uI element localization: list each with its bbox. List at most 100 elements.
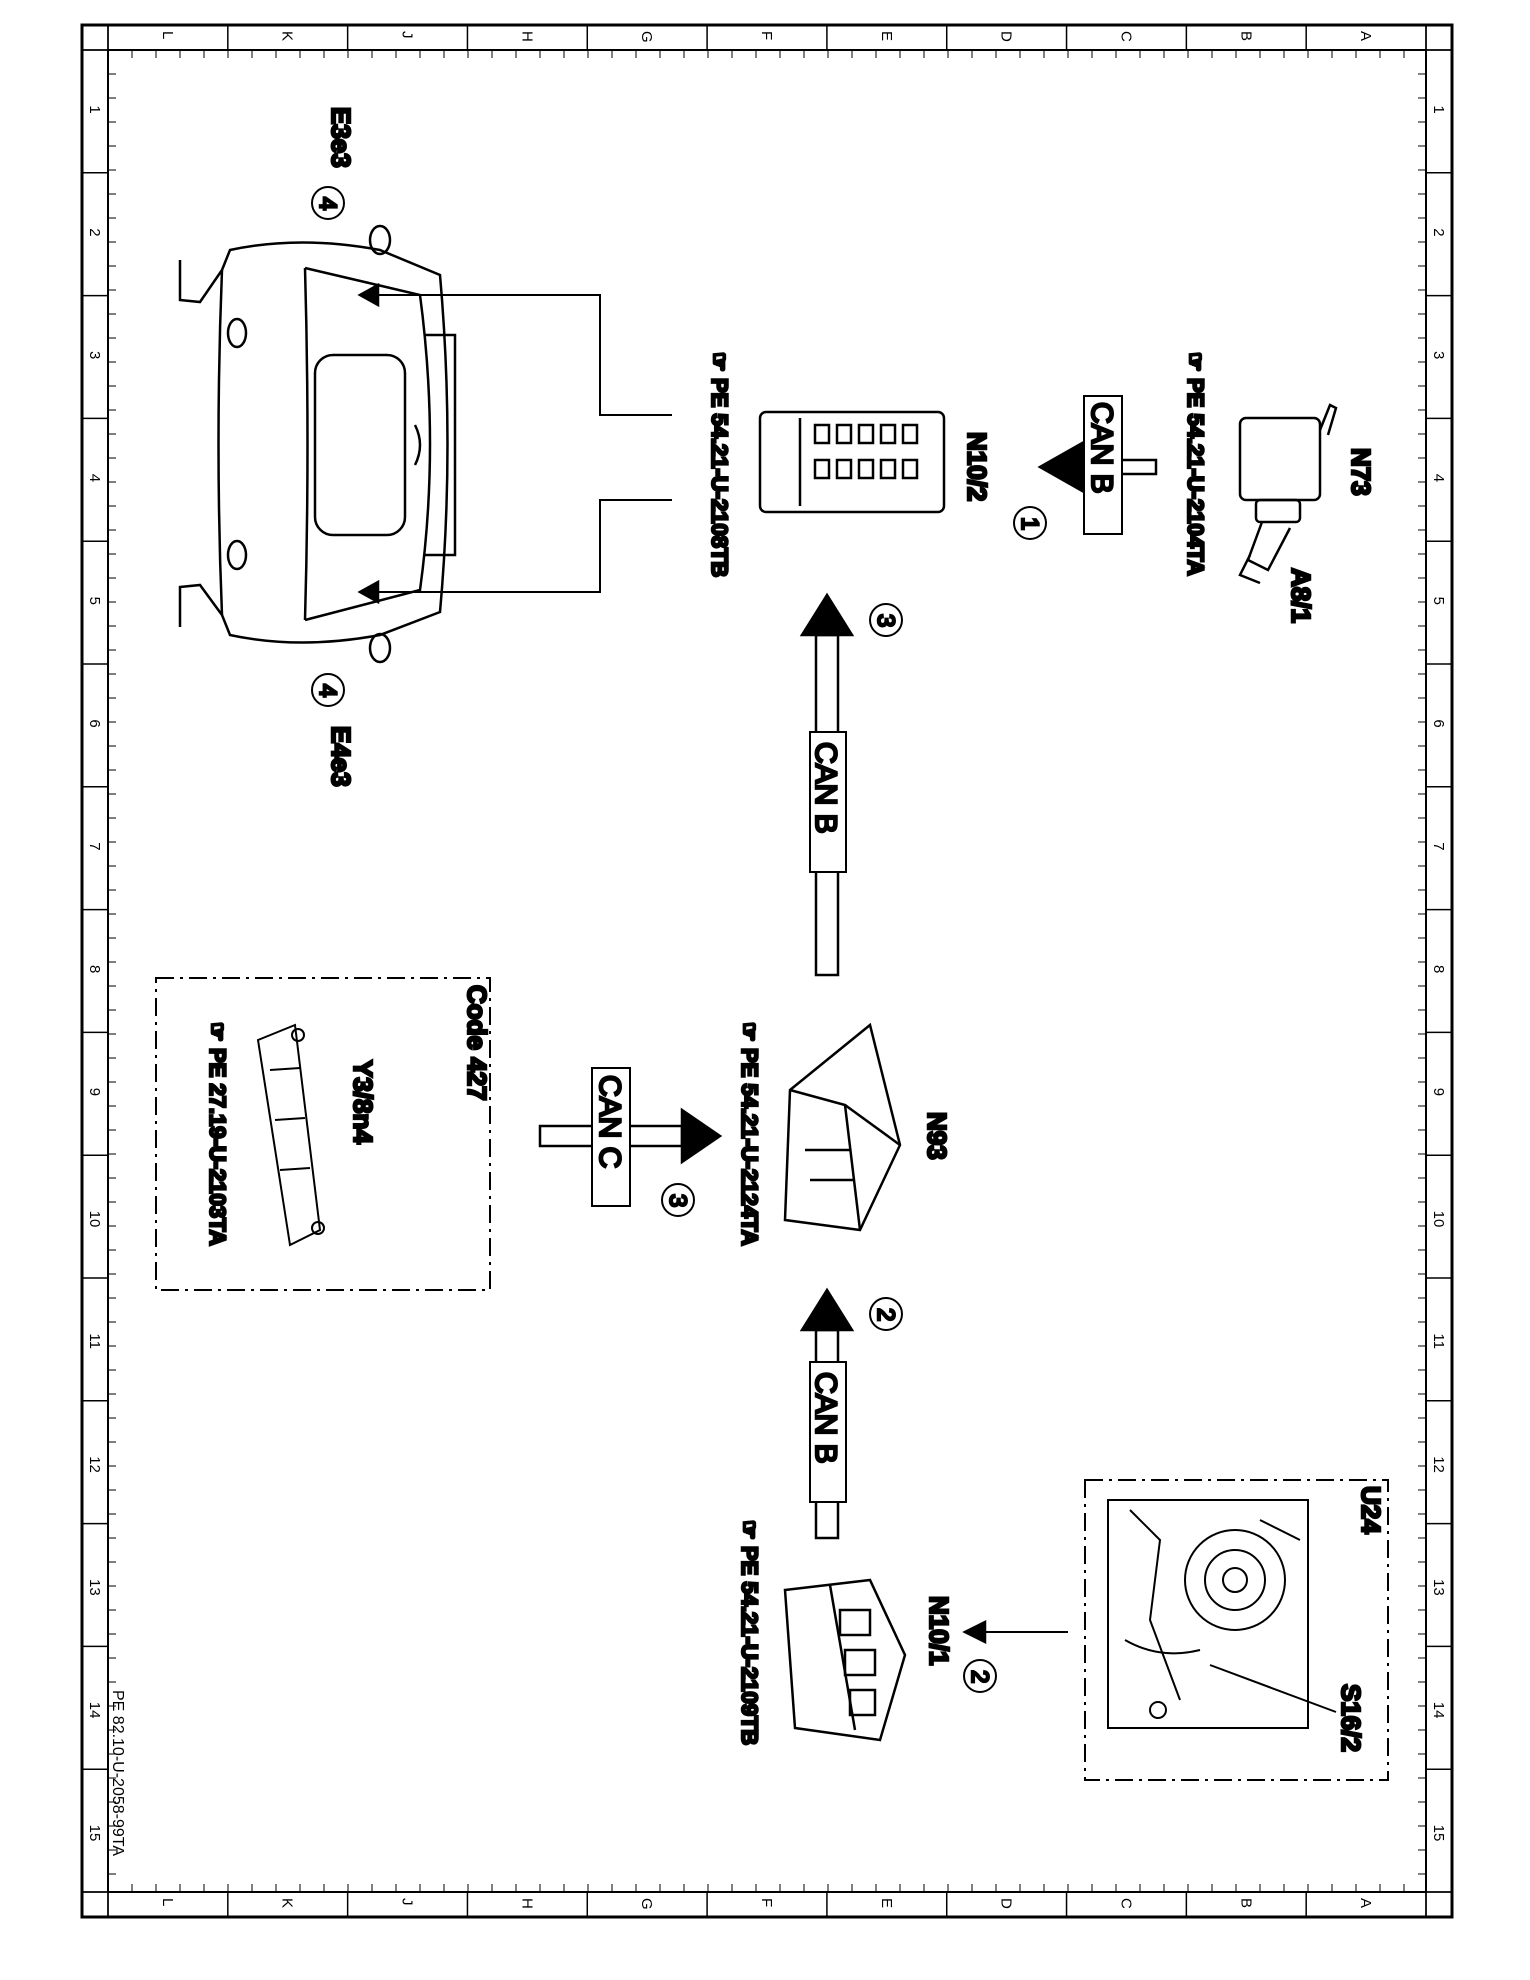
grid-letter-bottom: K (279, 1898, 296, 1908)
step-4-marker-e3e3 (311, 186, 345, 220)
grid-number-right: 7 (1430, 842, 1447, 850)
step-4-number-e4e3: 4 (314, 684, 341, 697)
grid-letter-top: K (279, 31, 296, 41)
grid-letter-top: G (638, 31, 655, 43)
can-c-arrow-left (538, 1067, 723, 1207)
grid-number-right: 3 (1430, 351, 1447, 359)
step-2-number-lower: 2 (966, 1670, 993, 1683)
s162-label: S16/2 (1336, 1684, 1366, 1752)
n102-label: N10/2 (962, 432, 992, 501)
grid-number-left: 4 (86, 474, 103, 482)
grid-number-left: 7 (86, 842, 103, 850)
can-b-bus-label-top: CAN B (1085, 402, 1118, 494)
grid-number-right: 8 (1430, 965, 1447, 973)
grid-number-left: 9 (86, 1088, 103, 1096)
grid-number-right: 15 (1430, 1825, 1447, 1842)
grid-letter-top: L (159, 31, 176, 39)
step-2-marker-lower (963, 1659, 997, 1693)
pointing-hand-icon: ☞ (1183, 352, 1208, 372)
grid-number-left: 12 (86, 1456, 103, 1473)
grid-number-left: 14 (86, 1702, 103, 1719)
code-427-box (155, 977, 491, 1291)
grid-letter-bottom: A (1357, 1898, 1374, 1908)
diagram-content: N73 A8/1 ☞ PE 54.21-U-2104TA CAN B 1 N10… (155, 106, 1389, 1781)
grid-letter-top: B (1237, 31, 1254, 41)
grid-letter-top: H (518, 31, 535, 42)
n93-reference: PE 54.21-U-2124TA (737, 1048, 762, 1246)
step-3-number-left: 3 (664, 1194, 691, 1207)
step-1-marker (1013, 506, 1047, 540)
grid-number-left: 15 (86, 1825, 103, 1842)
s162-photo-drawing (1107, 1499, 1337, 1729)
pointing-hand-icon: ☞ (707, 352, 732, 372)
grid-letter-bottom: F (758, 1898, 775, 1907)
grid-number-right: 1 (1430, 105, 1447, 113)
grid-number-left: 8 (86, 965, 103, 973)
grid-letter-bottom: B (1237, 1898, 1254, 1908)
can-b-bus-label-middle: CAN B (809, 742, 842, 834)
n101-reference: PE 54.21-U-2109TB (737, 1546, 762, 1745)
grid-number-left: 2 (86, 228, 103, 236)
n102-sam-module-drawing (758, 410, 946, 514)
n73-label: N73 (1346, 448, 1376, 496)
grid-number-right: 6 (1430, 719, 1447, 727)
grid-number-left: 11 (86, 1333, 103, 1349)
step-4-marker-e4e3 (311, 673, 345, 707)
grid-number-left: 3 (86, 351, 103, 359)
grid-letter-top: C (1117, 31, 1134, 42)
n101-sam-module-drawing (783, 1578, 907, 1742)
wire-n102-to-e3e3 (378, 294, 672, 416)
n73-reference: PE 54.21-U-2104TA (1183, 378, 1208, 576)
pointing-hand-icon: ☞ (205, 1022, 230, 1042)
grid-number-right: 11 (1430, 1333, 1447, 1349)
grid-number-left: 13 (86, 1579, 103, 1596)
step-1-number: 1 (1016, 517, 1043, 530)
grid-number-right: 4 (1430, 474, 1447, 482)
step-2-marker-middle (869, 1297, 903, 1331)
step-3-number-middle: 3 (872, 614, 899, 627)
n102-reference: PE 54.21-U-2108TB (707, 378, 732, 577)
u24-label: U24 (1356, 1486, 1386, 1534)
y38n4-control-unit-drawing (256, 1023, 325, 1247)
grid-number-right: 12 (1430, 1456, 1447, 1473)
grid-number-left: 6 (86, 719, 103, 727)
grid-number-right: 13 (1430, 1579, 1447, 1596)
y38n4-reference: PE 27.19-U-2103TA (205, 1048, 230, 1246)
document-id: PE 82.10-U-2058-99TA (109, 1690, 126, 1856)
grid-letter-bottom: D (998, 1898, 1015, 1909)
grid-letter-bottom: E (878, 1898, 895, 1908)
e4e3-label: E4e3 (326, 726, 356, 787)
can-c-bus-label: CAN C (593, 1075, 626, 1168)
grid-letter-top: A (1357, 31, 1374, 41)
u24-box (1084, 1479, 1389, 1781)
grid-letter-bottom: L (159, 1898, 176, 1906)
grid-number-left: 1 (86, 105, 103, 113)
grid-letter-top: E (878, 31, 895, 41)
step-2-number-middle: 2 (872, 1308, 899, 1321)
grid-letter-bottom: J (399, 1898, 416, 1906)
can-b-arrow-top (1037, 395, 1158, 535)
a81-label: A8/1 (1286, 568, 1316, 623)
pointing-hand-icon: ☞ (737, 1022, 762, 1042)
drawing-frame (80, 23, 1454, 1919)
grid-letter-bottom: G (638, 1898, 655, 1910)
grid-letter-bottom: H (518, 1898, 535, 1909)
n73-ignition-switch-drawing (1238, 403, 1338, 585)
can-b-arrow-middle (799, 592, 855, 977)
wire-n102-to-e4e3 (378, 499, 672, 593)
can-b-arrow-lower (799, 1287, 855, 1540)
grid-number-right: 9 (1430, 1088, 1447, 1096)
pointing-hand-icon: ☞ (737, 1520, 762, 1540)
grid-number-left: 10 (86, 1211, 103, 1228)
vehicle-rear-view-drawing (178, 224, 457, 664)
n101-label: N10/1 (924, 1596, 954, 1665)
grid-letter-top: J (399, 31, 416, 39)
grid-letter-bottom: C (1117, 1898, 1134, 1909)
grid-number-right: 10 (1430, 1211, 1447, 1228)
grid-number-right: 2 (1430, 228, 1447, 236)
grid-letter-top: D (998, 31, 1015, 42)
can-b-bus-label-lower: CAN B (809, 1372, 842, 1464)
grid-number-left: 5 (86, 597, 103, 605)
